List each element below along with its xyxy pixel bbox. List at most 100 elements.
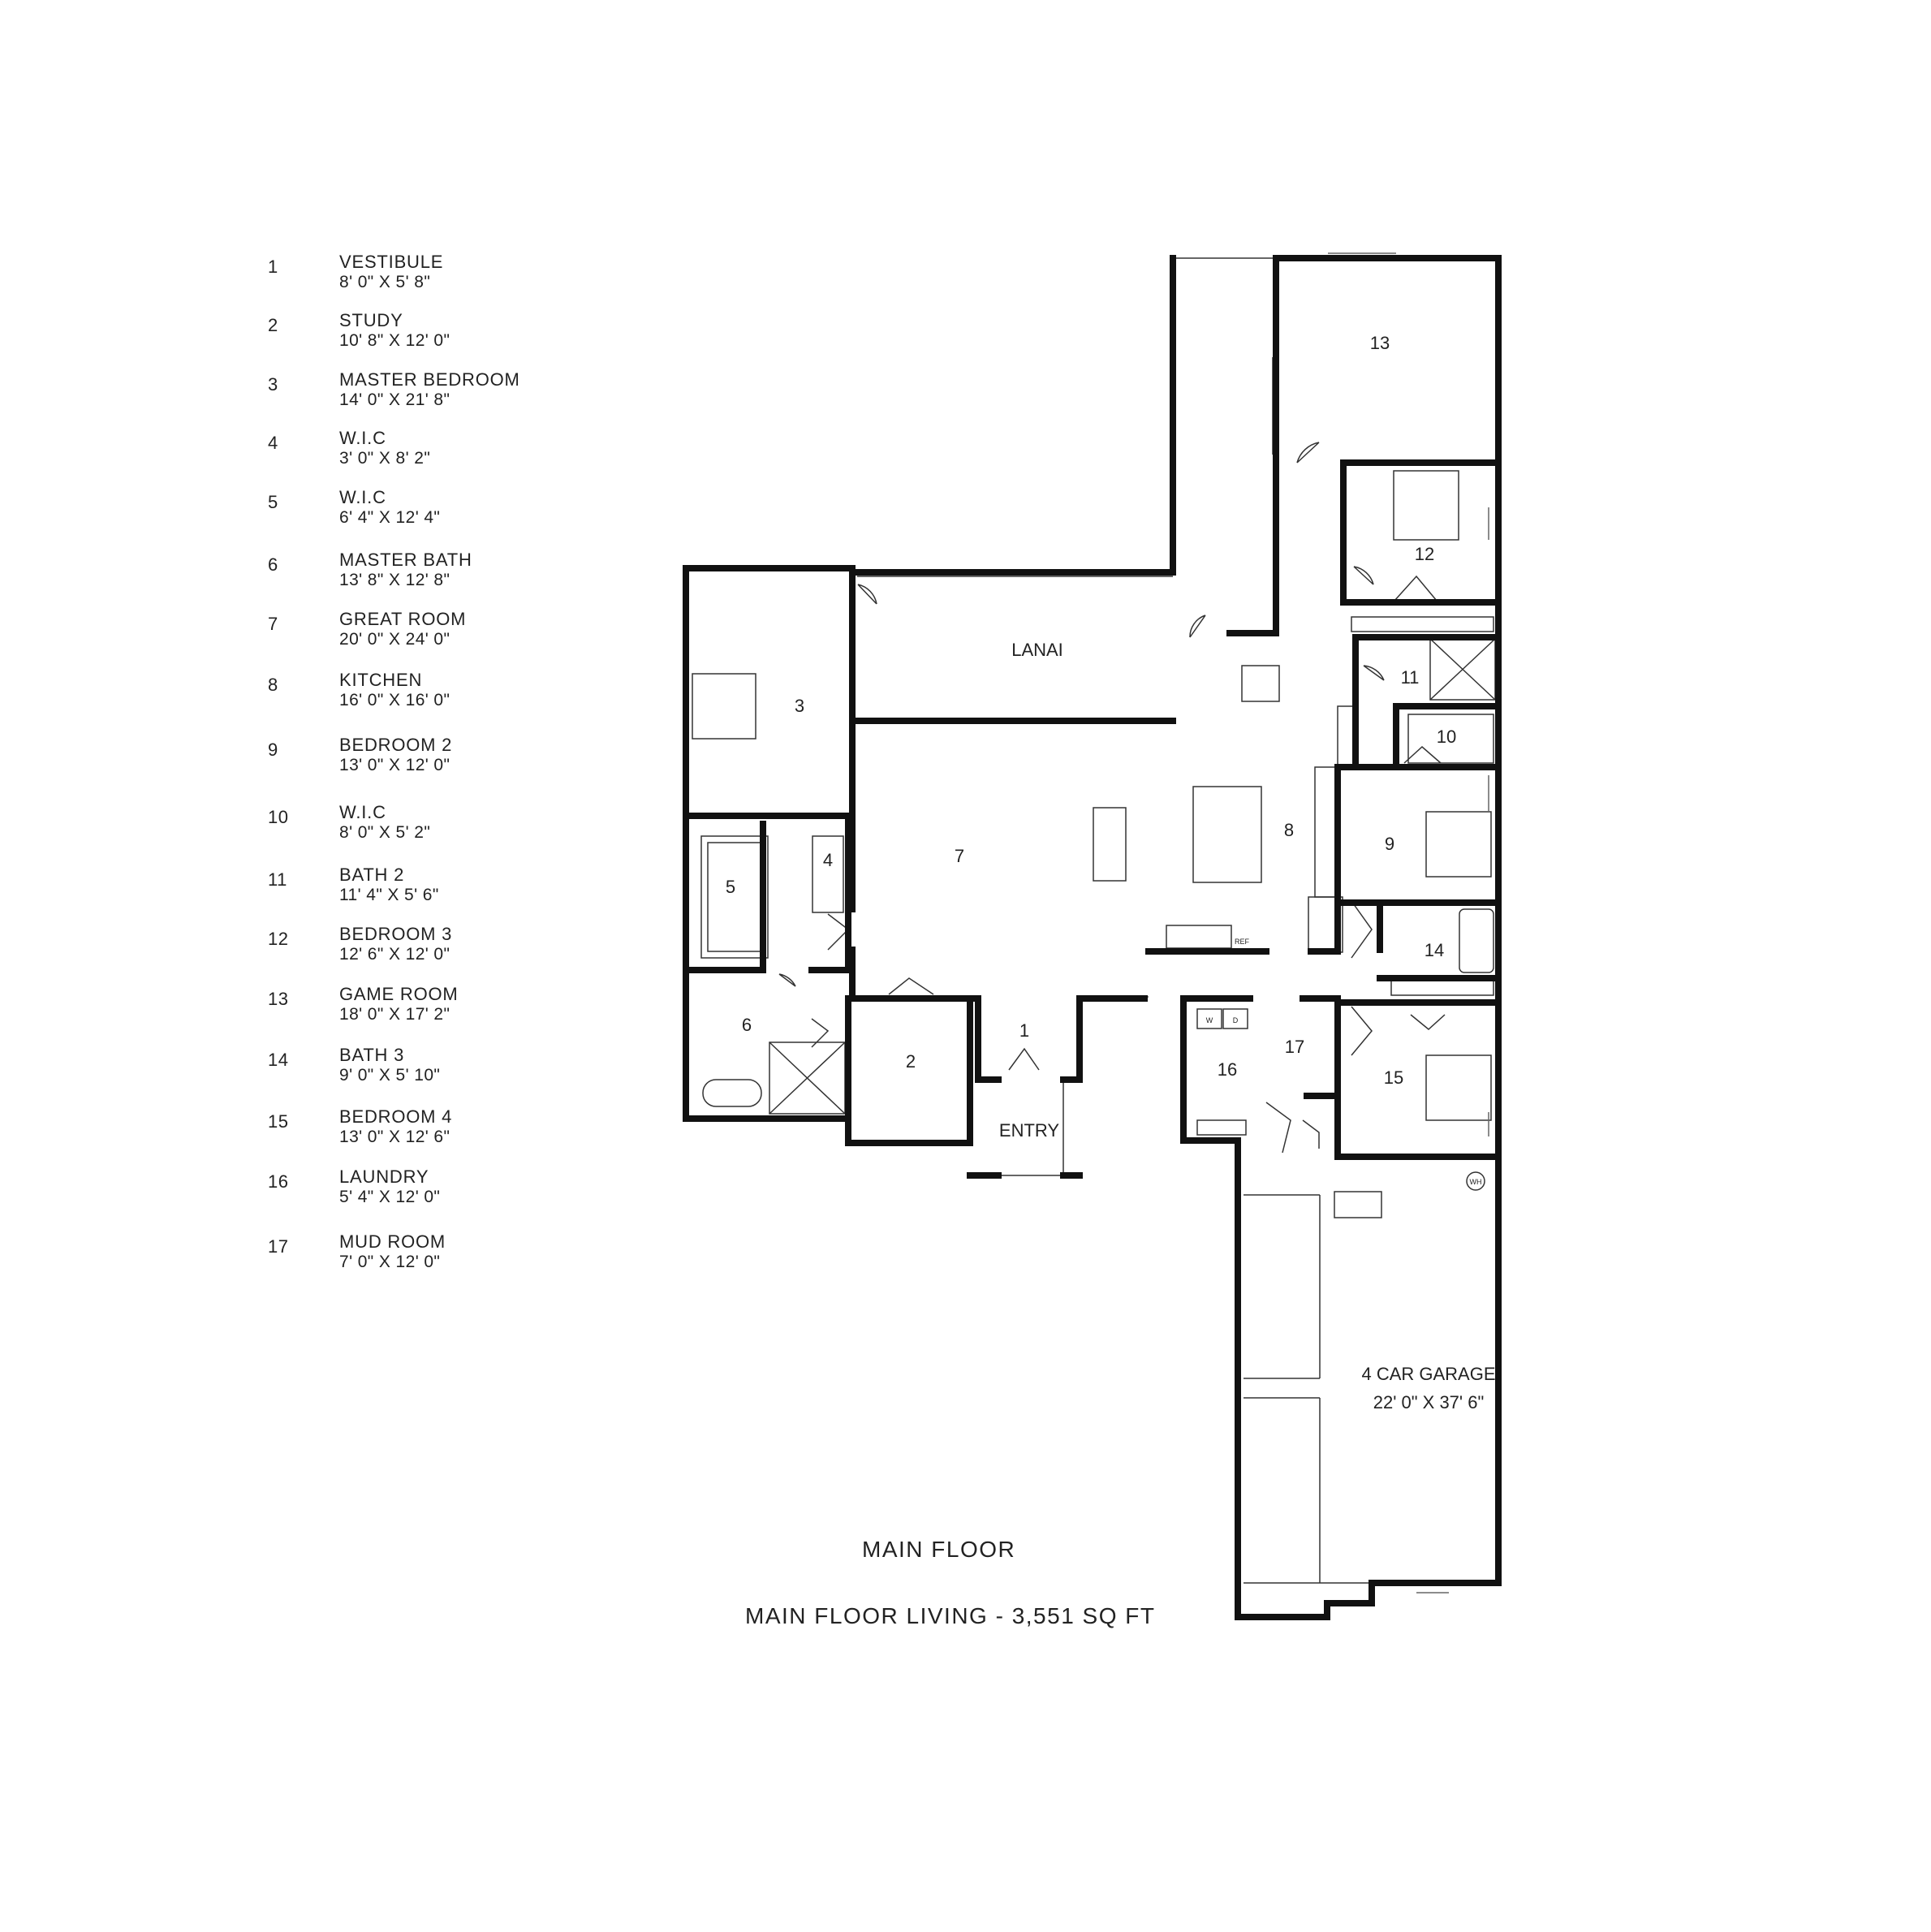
legend-item: 9 BEDROOM 2 13' 0" X 12' 0" [268, 735, 609, 783]
legend-room-name: LAUNDRY [339, 1167, 429, 1187]
floor-area-caption: MAIN FLOOR LIVING - 3,551 SQ FT [745, 1603, 1156, 1628]
legend-room-dimensions: 10' 8" X 12' 0" [339, 331, 450, 350]
legend-item: 5 W.I.C 6' 4" X 12' 4" [268, 487, 609, 536]
legend-item: 2 STUDY 10' 8" X 12' 0" [268, 310, 609, 359]
legend-number: 5 [268, 492, 278, 512]
room-4-label: 4 [823, 850, 833, 870]
legend-room-dimensions: 16' 0" X 16' 0" [339, 691, 450, 709]
legend-room-name: BEDROOM 3 [339, 924, 453, 944]
washer-label: W [1206, 1016, 1213, 1024]
legend-room-name: BATH 2 [339, 865, 405, 885]
legend-number: 7 [268, 614, 278, 634]
legend-room-dimensions: 8' 0" X 5' 2" [339, 823, 431, 842]
legend-number: 1 [268, 257, 278, 277]
refrigerator-label: REF [1235, 938, 1250, 946]
door-swings [778, 442, 1446, 1154]
legend-room-dimensions: 13' 0" X 12' 6" [339, 1128, 450, 1146]
legend-room-dimensions: 20' 0" X 24' 0" [339, 630, 450, 649]
legend-number: 6 [268, 554, 278, 575]
legend-room-name: GAME ROOM [339, 984, 459, 1004]
legend-number: 11 [268, 869, 287, 890]
legend-room-name: W.I.C [339, 428, 386, 448]
lanai-label: LANAI [1011, 640, 1063, 660]
dryer-label: D [1233, 1016, 1239, 1024]
legend-room-dimensions: 6' 4" X 12' 4" [339, 508, 441, 527]
room-5-label: 5 [726, 877, 735, 897]
legend-number: 2 [268, 315, 278, 335]
legend-item: 12 BEDROOM 3 12' 6" X 12' 0" [268, 924, 609, 972]
legend-room-dimensions: 13' 0" X 12' 0" [339, 756, 450, 774]
floor-title: MAIN FLOOR [862, 1537, 1016, 1562]
room-16-label: 16 [1218, 1059, 1237, 1080]
room-8-label: 8 [1284, 820, 1294, 840]
room-2-label: 2 [906, 1051, 916, 1072]
legend-number: 15 [268, 1111, 289, 1132]
room-1-label: 1 [1019, 1020, 1029, 1041]
legend-room-name: MASTER BATH [339, 550, 472, 570]
legend-item: 4 W.I.C 3' 0" X 8' 2" [268, 428, 609, 477]
legend-room-name: W.I.C [339, 487, 386, 507]
legend-item: 6 MASTER BATH 13' 8" X 12' 8" [268, 550, 609, 598]
legend-number: 10 [268, 807, 289, 827]
legend-item: 14 BATH 3 9' 0" X 5' 10" [268, 1045, 609, 1093]
legend-room-name: KITCHEN [339, 670, 423, 690]
legend-number: 8 [268, 675, 278, 695]
room-13-label: 13 [1370, 333, 1390, 353]
legend-room-name: BATH 3 [339, 1045, 405, 1065]
legend-room-dimensions: 3' 0" X 8' 2" [339, 449, 431, 468]
room-7-label: 7 [955, 846, 964, 866]
legend-item: 16 LAUNDRY 5' 4" X 12' 0" [268, 1167, 609, 1215]
legend-number: 13 [268, 989, 289, 1009]
room-3-label: 3 [795, 696, 804, 716]
legend-room-dimensions: 11' 4" X 5' 6" [339, 886, 439, 904]
legend-room-dimensions: 7' 0" X 12' 0" [339, 1253, 441, 1271]
legend-item: 13 GAME ROOM 18' 0" X 17' 2" [268, 984, 609, 1033]
legend-room-dimensions: 14' 0" X 21' 8" [339, 390, 450, 409]
legend-room-dimensions: 9' 0" X 5' 10" [339, 1066, 441, 1085]
room-14-label: 14 [1425, 940, 1444, 960]
legend-room-dimensions: 8' 0" X 5' 8" [339, 273, 431, 291]
legend-number: 9 [268, 740, 278, 760]
legend-item: 15 BEDROOM 4 13' 0" X 12' 6" [268, 1106, 609, 1155]
legend-room-dimensions: 5' 4" X 12' 0" [339, 1188, 441, 1206]
garage-dimensions-label: 22' 0" X 37' 6" [1373, 1392, 1485, 1412]
legend-room-name: BEDROOM 2 [339, 735, 453, 755]
legend-number: 3 [268, 374, 278, 395]
room-6-label: 6 [742, 1015, 752, 1035]
legend-room-name: MUD ROOM [339, 1231, 446, 1252]
fixture-labels: REF WH W D [1206, 938, 1482, 1186]
legend-room-name: BEDROOM 4 [339, 1106, 453, 1127]
legend-item: 8 KITCHEN 16' 0" X 16' 0" [268, 670, 609, 718]
legend-room-name: VESTIBULE [339, 252, 444, 272]
legend-item: 1 VESTIBULE 8' 0" X 5' 8" [268, 252, 609, 300]
room-11-label: 11 [1401, 667, 1420, 688]
legend-room-name: GREAT ROOM [339, 609, 467, 629]
room-10-label: 10 [1437, 727, 1456, 747]
room-9-label: 9 [1385, 834, 1394, 854]
legend-room-dimensions: 18' 0" X 17' 2" [339, 1005, 450, 1024]
legend-number: 4 [268, 433, 278, 453]
legend-number: 16 [268, 1171, 289, 1192]
room-15-label: 15 [1384, 1067, 1403, 1088]
legend-item: 3 MASTER BEDROOM 14' 0" X 21' 8" [268, 369, 609, 418]
garage-name-label: 4 CAR GARAGE [1361, 1364, 1495, 1384]
room-12-label: 12 [1415, 544, 1434, 564]
legend-room-name: MASTER BEDROOM [339, 369, 520, 390]
legend-item: 11 BATH 2 11' 4" X 5' 6" [268, 865, 609, 913]
legend-room-dimensions: 12' 6" X 12' 0" [339, 945, 450, 964]
legend-item: 17 MUD ROOM 7' 0" X 12' 0" [268, 1231, 609, 1280]
legend-room-name: W.I.C [339, 802, 386, 822]
legend-item: 10 W.I.C 8' 0" X 5' 2" [268, 802, 609, 851]
legend-room-name: STUDY [339, 310, 403, 330]
entry-label: ENTRY [999, 1120, 1059, 1141]
legend-number: 17 [268, 1236, 289, 1257]
legend-room-dimensions: 13' 8" X 12' 8" [339, 571, 450, 589]
walls [683, 255, 1502, 1620]
legend-number: 14 [268, 1050, 289, 1070]
legend-item: 7 GREAT ROOM 20' 0" X 24' 0" [268, 609, 609, 658]
room-labels: 1 2 3 4 5 6 7 8 9 10 11 12 13 14 15 16 1… [726, 333, 1496, 1412]
water-heater-label: WH [1470, 1178, 1482, 1186]
room-17-label: 17 [1285, 1037, 1304, 1057]
legend-number: 12 [268, 929, 289, 949]
